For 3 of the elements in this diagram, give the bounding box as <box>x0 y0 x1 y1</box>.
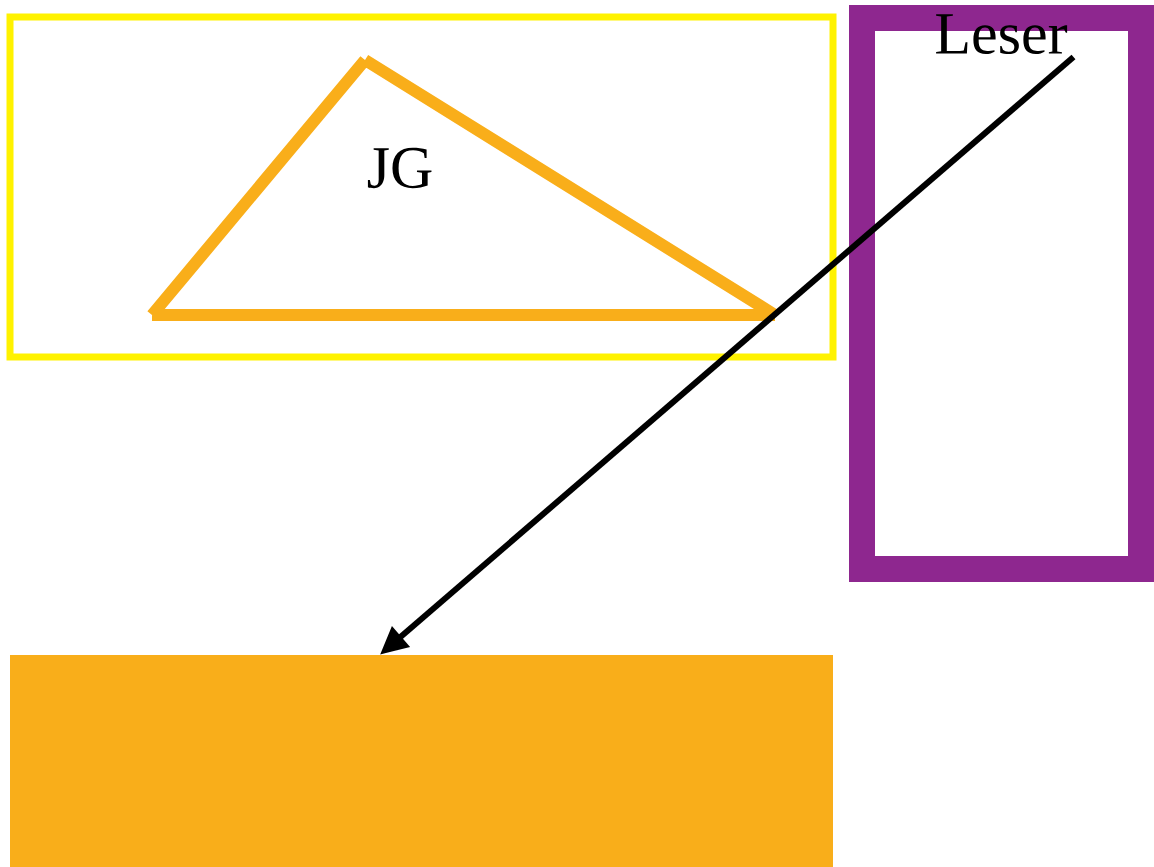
filled-box <box>10 655 833 867</box>
triangle: JG <box>146 54 781 321</box>
frame-box <box>6 13 837 361</box>
